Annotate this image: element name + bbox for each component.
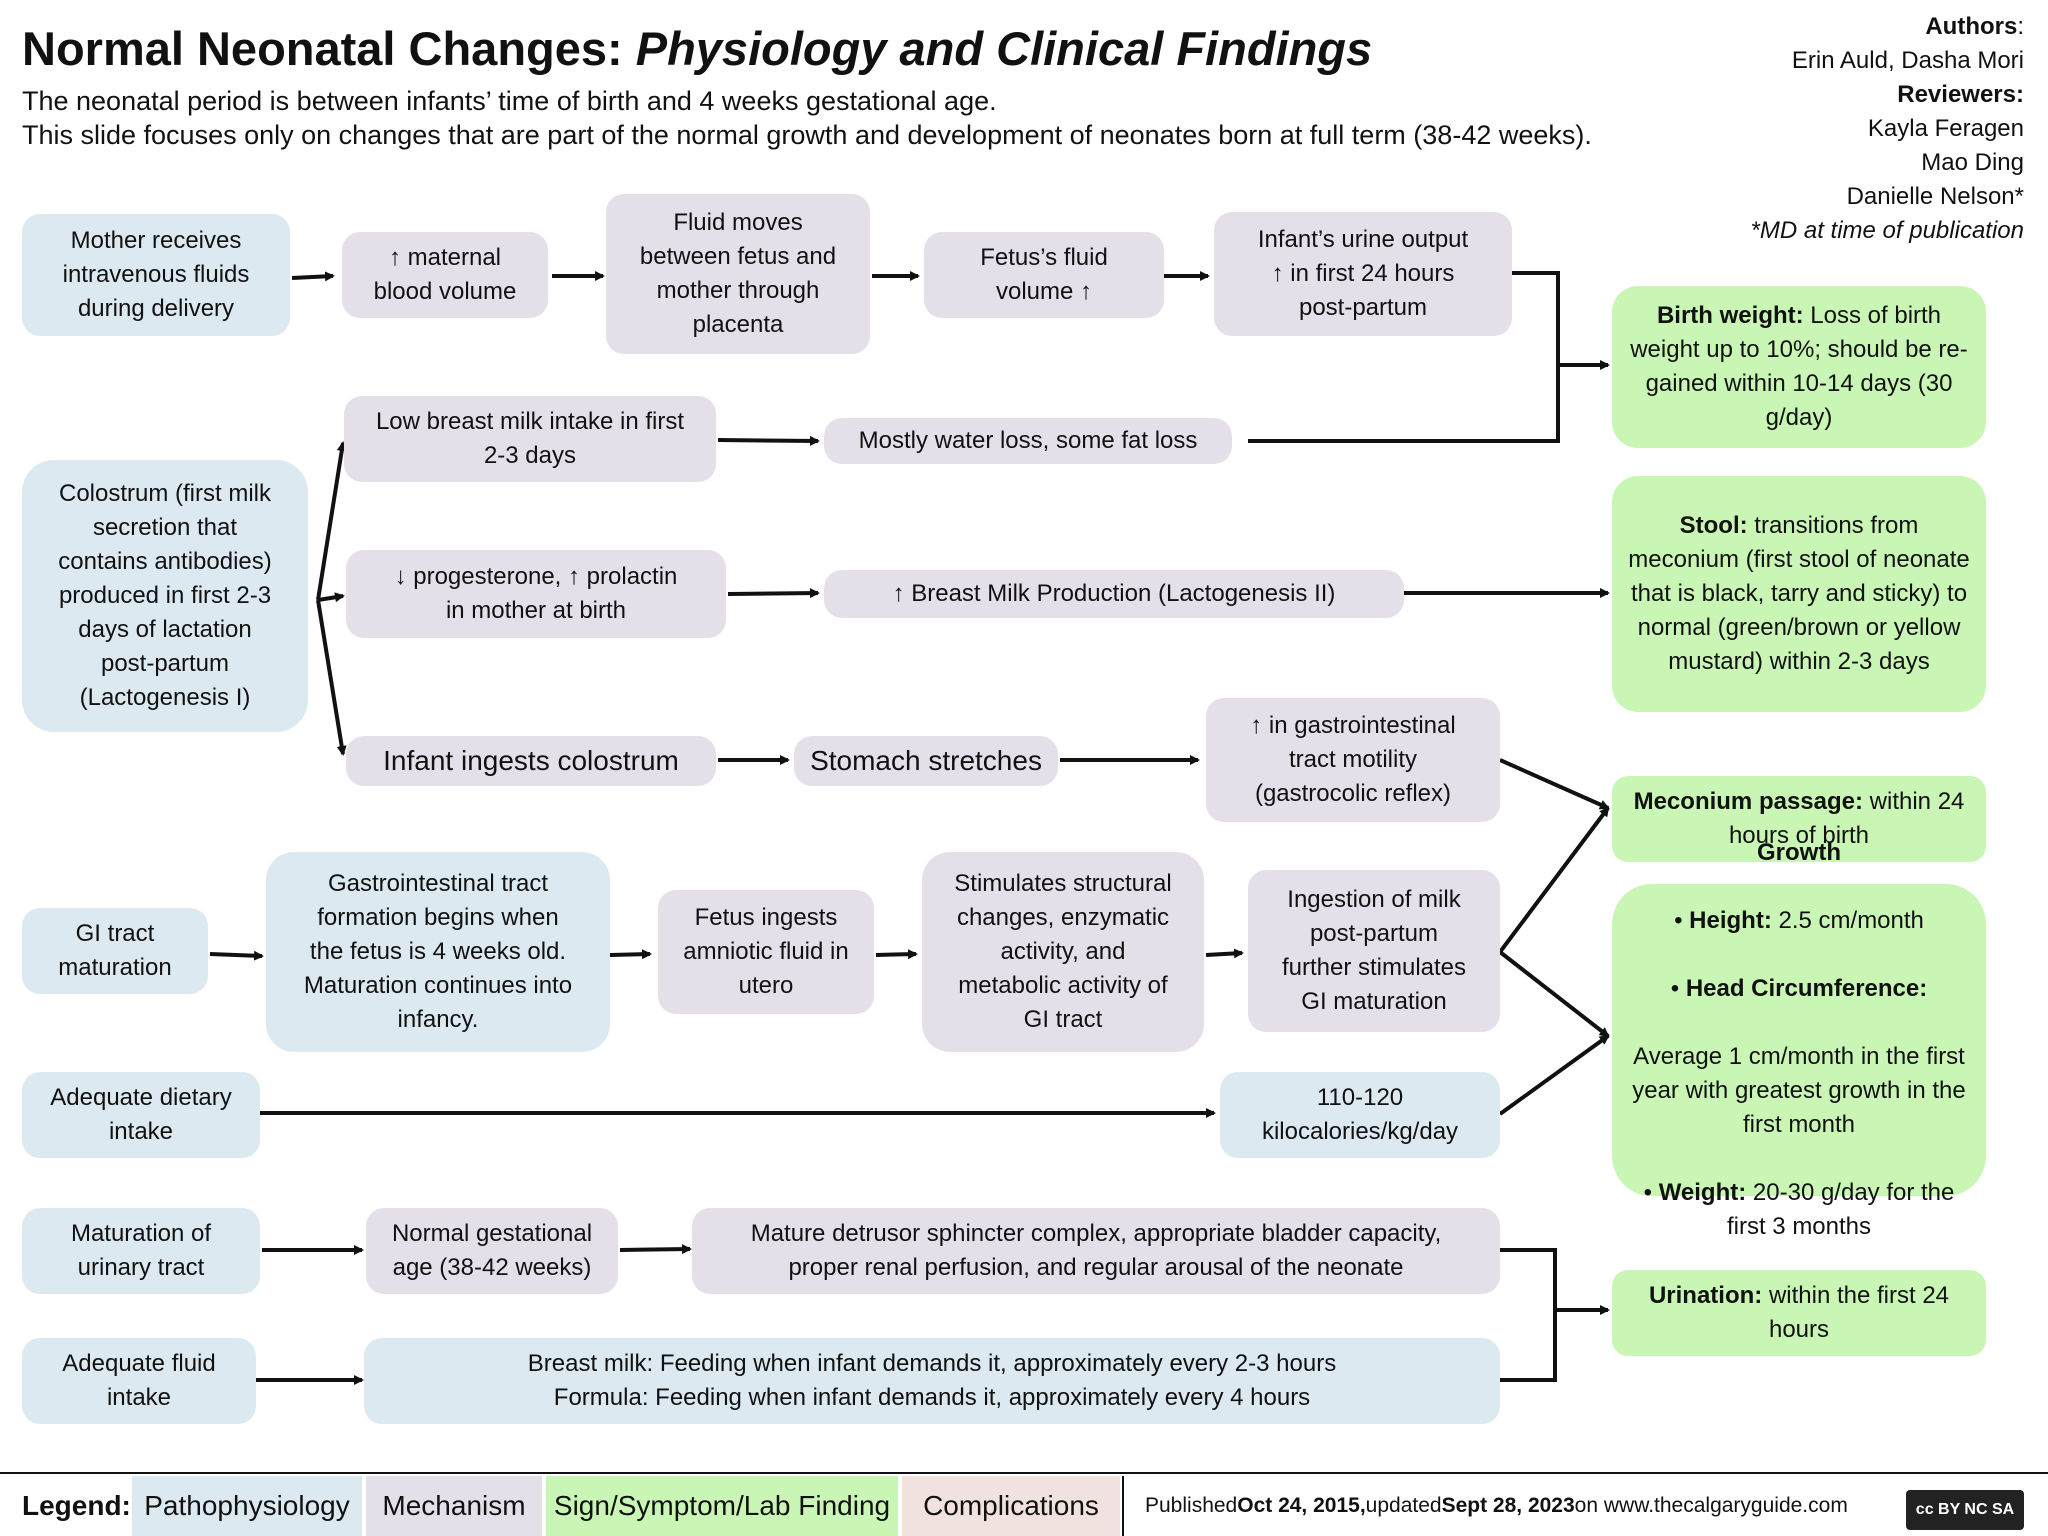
growth-title: Growth <box>1757 839 1841 866</box>
finding-urination: Urination: within the first 24 hours <box>1612 1270 1986 1356</box>
arrow <box>609 949 652 960</box>
node-urinary: Maturation of urinary tract <box>22 1208 260 1294</box>
birth-weight-text: Loss of birth weight up to 10%; should b… <box>1630 302 1968 431</box>
head-label: Head Circumference: <box>1685 975 1928 1002</box>
arrow <box>717 435 820 446</box>
head-text: Average 1 cm/month in the first year wit… <box>1632 1043 1966 1138</box>
node-gestational: Normal gestational age (38-42 weeks) <box>366 1208 618 1294</box>
node-gi-maturation: GI tract maturation <box>22 908 208 994</box>
legend-complications: Complications <box>902 1476 1120 1536</box>
arrow <box>1498 950 1610 1038</box>
arrow <box>1499 758 1610 810</box>
node-low-intake: Low breast milk intake in first 2-3 days <box>344 396 716 482</box>
arrow <box>316 441 347 601</box>
title-italic: Physiology and Clinical Findings <box>635 22 1373 75</box>
stool-label: Stool: <box>1679 512 1748 539</box>
credits: Authors: Erin Auld, Dasha Mori Reviewers… <box>1751 10 2024 248</box>
published-info: Published Oct 24, 2015, updated Sept 28,… <box>1145 1476 1848 1536</box>
legend-mechanism: Mechanism <box>366 1476 542 1536</box>
published-prefix: Published <box>1145 1494 1238 1517</box>
finding-birth-weight: Birth weight: Loss of birth weight up to… <box>1612 286 1986 448</box>
footer-divider <box>0 1472 2048 1474</box>
legend-sign: Sign/Symptom/Lab Finding <box>546 1476 898 1536</box>
reviewer-1: Kayla Feragen <box>1867 115 2024 142</box>
node-kcal: 110-120 kilocalories/kg/day <box>1220 1072 1500 1158</box>
arrow <box>316 599 347 756</box>
authors: Erin Auld, Dasha Mori <box>1791 47 2024 74</box>
authors-label: Authors <box>1925 13 2018 40</box>
node-progesterone: ↓ progesterone, ↑ prolactin in mother at… <box>346 550 726 638</box>
node-ingestion-milk: Ingestion of milk post-partum further st… <box>1248 870 1500 1032</box>
node-gi-motility: ↑ in gastrointestinal tract motility (ga… <box>1206 698 1500 822</box>
arrow <box>291 271 335 282</box>
weight-label: Weight: <box>1658 1179 1747 1206</box>
node-fluid-intake: Adequate fluid intake <box>22 1338 256 1424</box>
node-fluid-moves: Fluid moves between fetus and mother thr… <box>606 194 870 354</box>
node-amniotic: Fetus ingests amniotic fluid in utero <box>658 890 874 1014</box>
legend-label: Legend: <box>22 1490 131 1521</box>
node-mother-iv: Mother receives intravenous fluids durin… <box>22 214 290 336</box>
node-maternal-blood: ↑ maternal blood volume <box>342 232 548 318</box>
updated-date: Sept 28, 2023 <box>1441 1494 1575 1517</box>
weight-text: 20-30 g/day for the first 3 months <box>1726 1179 1955 1240</box>
birth-weight-label: Birth weight: <box>1656 302 1804 329</box>
updated-prefix: updated <box>1365 1494 1442 1517</box>
node-structural: Stimulates structural changes, enzymatic… <box>922 852 1204 1052</box>
arrow <box>875 949 918 960</box>
subtitle-2: This slide focuses only on changes that … <box>22 120 1592 150</box>
meconium-text: within 24 hours of birth <box>1728 788 1965 849</box>
node-stomach: Stomach stretches <box>794 736 1058 786</box>
reviewers-label: Reviewers: <box>1897 81 2024 108</box>
finding-growth: Growth • Height: 2.5 cm/month • Head Cir… <box>1612 839 1986 1240</box>
node-water-loss: Mostly water loss, some fat loss <box>824 418 1232 464</box>
arrow <box>317 592 345 603</box>
credits-note: *MD at time of publication <box>1750 217 2024 244</box>
stool-text: transitions from meconium (first stool o… <box>1628 512 1970 675</box>
arrow <box>727 588 820 599</box>
node-gi-formation: Gastrointestinal tract formation begins … <box>266 852 610 1052</box>
title-plain: Normal Neonatal Changes: <box>22 22 636 75</box>
height-label: Height: <box>1689 907 1772 934</box>
arrow <box>1498 1034 1610 1116</box>
node-ingests-colostrum: Infant ingests colostrum <box>346 736 716 786</box>
arrow <box>1248 271 1560 443</box>
node-urine-output: Infant’s urine output ↑ in first 24 hour… <box>1214 212 1512 336</box>
published-date: Oct 24, 2015, <box>1237 1494 1366 1517</box>
node-fetus-fluid: Fetus’s fluid volume ↑ <box>924 232 1164 318</box>
reviewer-2: Mao Ding <box>1921 149 2024 176</box>
finding-meconium: Meconium passage: within 24 hours of bir… <box>1612 776 1986 862</box>
arrow <box>1498 806 1610 954</box>
arrow <box>209 950 264 961</box>
subtitle-1: The neonatal period is between infants’ … <box>22 86 997 116</box>
arrow <box>1500 1248 1557 1382</box>
node-colostrum: Colostrum (first milk secretion that con… <box>22 460 308 732</box>
node-feeding: Breast milk: Feeding when infant demands… <box>364 1338 1500 1424</box>
page-title: Normal Neonatal Changes: Physiology and … <box>22 20 1372 78</box>
authors-colon: : <box>2017 13 2024 40</box>
node-milk-production: ↑ Breast Milk Production (Lactogenesis I… <box>824 570 1404 618</box>
arrow <box>619 1244 692 1255</box>
height-text: 2.5 cm/month <box>1771 907 1924 934</box>
legend-pathophysiology: Pathophysiology <box>132 1476 362 1536</box>
finding-stool: Stool: transitions from meconium (first … <box>1612 476 1986 712</box>
node-detrusor: Mature detrusor sphincter complex, appro… <box>692 1208 1500 1294</box>
meconium-label: Meconium passage: <box>1633 788 1863 815</box>
legend-divider <box>1122 1476 1124 1536</box>
site-link: on www.thecalgaryguide.com <box>1574 1494 1848 1517</box>
cc-license-icon: cc BY NC SA <box>1906 1490 2024 1530</box>
arrow <box>1205 948 1244 959</box>
urination-text: within the first 24 hours <box>1762 1282 1950 1343</box>
reviewer-3: Danielle Nelson* <box>1846 183 2024 210</box>
urination-label: Urination: <box>1648 1282 1763 1309</box>
node-dietary: Adequate dietary intake <box>22 1072 260 1158</box>
